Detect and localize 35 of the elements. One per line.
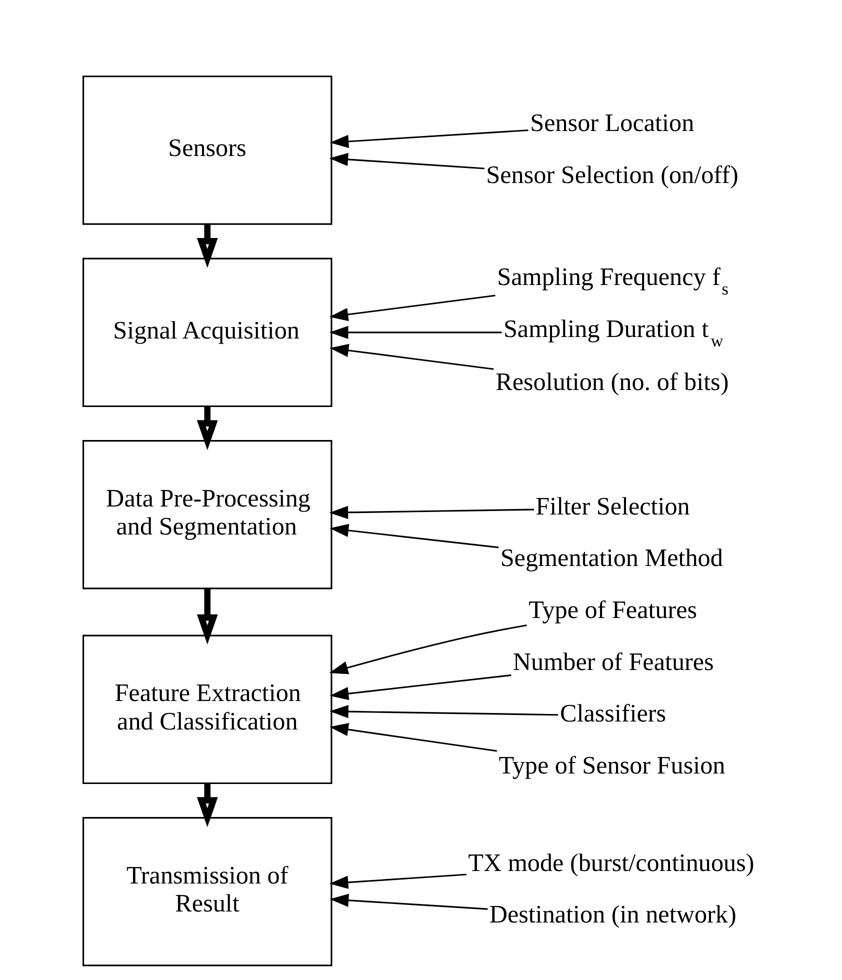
arrow <box>196 588 218 644</box>
arrow <box>329 506 534 520</box>
arrow <box>330 344 494 370</box>
node-text: Sensor Location <box>530 110 694 138</box>
node-text: TX mode (burst/continuous) <box>468 850 754 877</box>
node-box: Feature Extraction and Classification <box>82 634 332 784</box>
node-text: Destination (in network) <box>489 902 736 929</box>
node-text: Segmentation Method <box>500 545 723 572</box>
node-text: Number of Features <box>512 648 714 676</box>
arrow <box>196 224 218 268</box>
arrow <box>329 326 502 340</box>
arrow <box>329 294 496 322</box>
arrow <box>330 524 499 548</box>
node-text: Sampling Duration t$_{w}$ <box>503 316 724 350</box>
arrow <box>330 894 488 910</box>
node-box: Signal Acquisition <box>82 258 332 408</box>
arrow <box>330 129 528 148</box>
arrow <box>329 874 467 889</box>
node-text: Sensor Selection (on/off) <box>486 162 738 189</box>
arrow <box>329 152 484 170</box>
node-text: Type of Features <box>528 596 698 624</box>
node-text: Type of Sensor Fusion <box>498 752 726 780</box>
arrow <box>196 783 218 828</box>
node-text: Classifiers <box>560 700 666 728</box>
node-box: Transmission of Result <box>82 817 332 966</box>
arrow <box>329 624 527 674</box>
arrow <box>196 406 218 450</box>
node-box: Sensors <box>82 76 332 225</box>
arrow <box>329 722 498 752</box>
node-box: Data Pre-Processing and Segmentation <box>82 440 332 590</box>
node-text: Resolution (no. of bits) <box>496 369 729 396</box>
arrow <box>330 704 558 718</box>
node-text: Sampling Frequency f$_{s}$ <box>497 264 729 298</box>
arrow <box>330 674 512 700</box>
node-text: Filter Selection <box>536 493 690 520</box>
